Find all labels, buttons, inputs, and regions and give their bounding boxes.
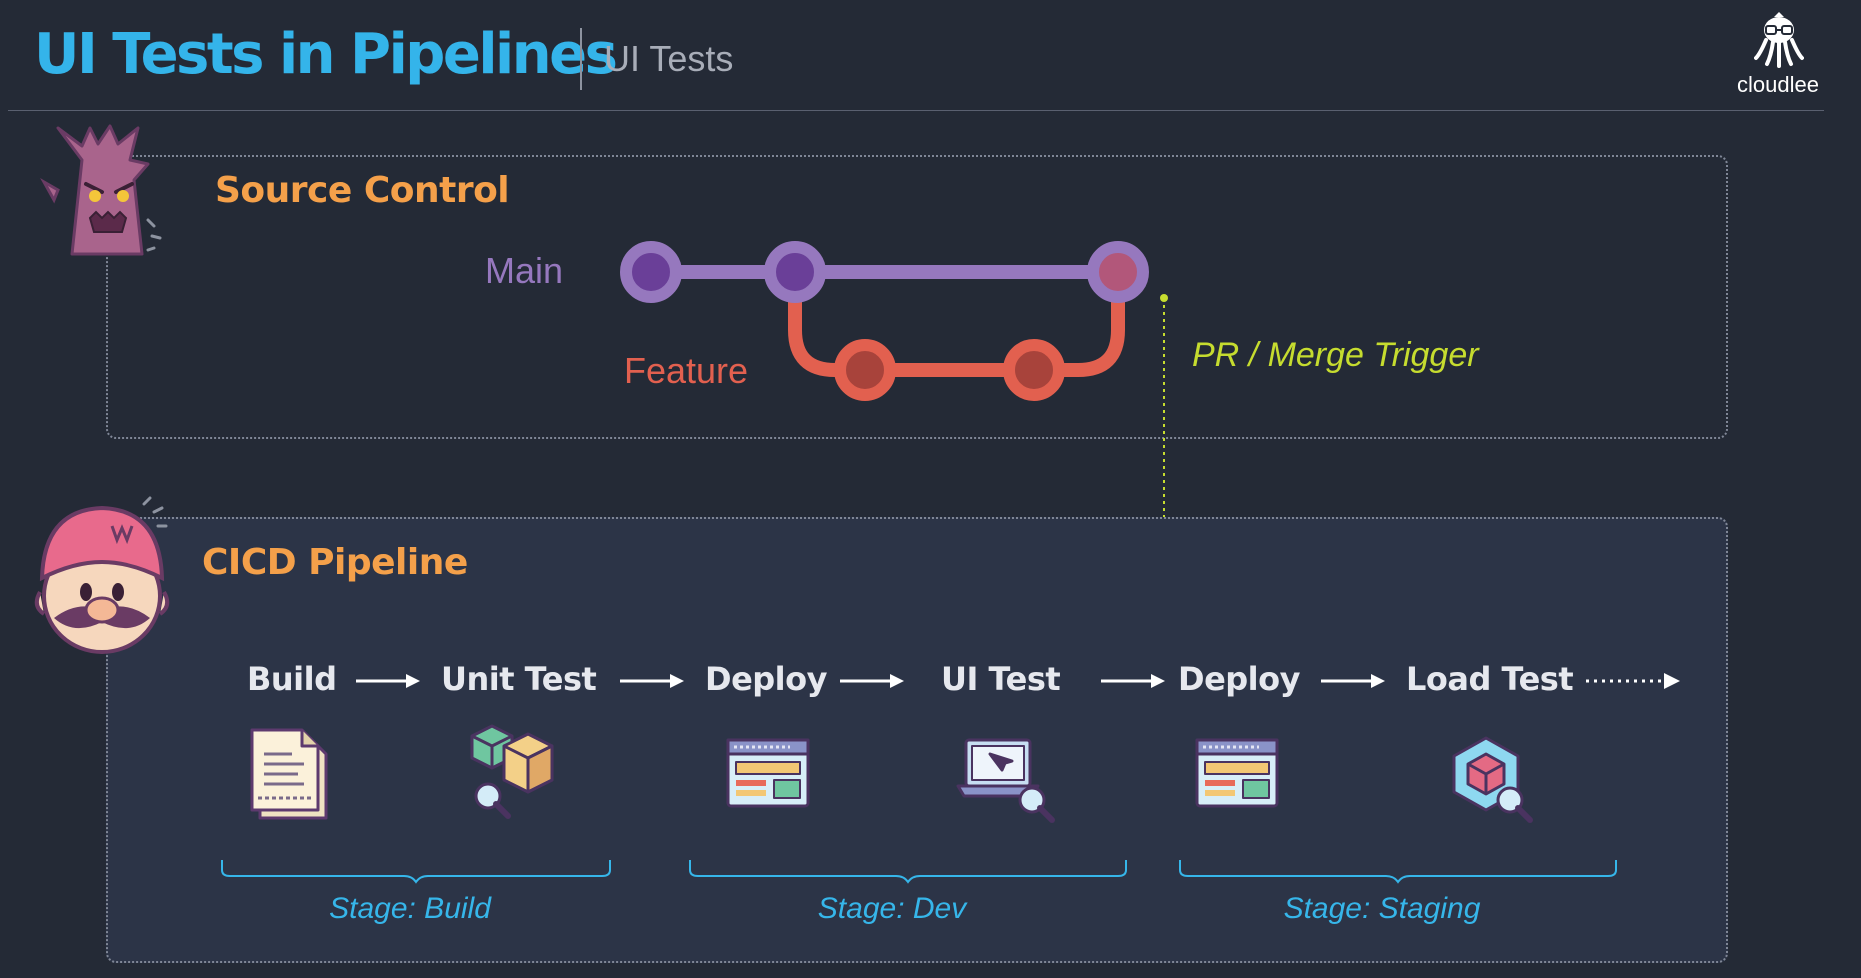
stage-brace bbox=[221, 860, 611, 884]
cicd-pipeline-panel bbox=[106, 517, 1728, 963]
feature-branch-label: Feature bbox=[624, 350, 749, 391]
mario-face-icon bbox=[34, 496, 170, 654]
pipeline-step-unit-test: Unit Test bbox=[441, 660, 597, 698]
header-divider bbox=[8, 110, 1824, 111]
stage-brace bbox=[689, 860, 1127, 884]
browser-window-icon bbox=[1195, 738, 1279, 808]
stage-label-staging: Stage: Staging bbox=[1283, 892, 1481, 925]
document-icon bbox=[250, 728, 328, 820]
flow-arrow-icon bbox=[1101, 674, 1165, 688]
stage-label-build: Stage: Build bbox=[329, 892, 491, 925]
pipeline-step-build: Build bbox=[247, 660, 337, 698]
flow-arrow-icon bbox=[620, 674, 684, 688]
pipeline-step-deploy-dev: Deploy bbox=[705, 660, 827, 698]
main-commit bbox=[620, 241, 826, 303]
octopus-logo-icon bbox=[1754, 12, 1804, 68]
browser-window-icon bbox=[726, 738, 810, 808]
page-subtitle: UI Tests bbox=[604, 38, 734, 79]
pipeline-step-load-test: Load Test bbox=[1406, 660, 1574, 698]
flow-arrow-icon bbox=[356, 674, 420, 688]
flow-arrow-icon bbox=[840, 674, 904, 688]
feature-commit bbox=[834, 339, 1065, 401]
flow-arrow-icon bbox=[1321, 674, 1385, 688]
pipeline-step-deploy-staging: Deploy bbox=[1178, 660, 1300, 698]
hexagon-cube-magnifier-icon bbox=[1452, 736, 1533, 823]
merge-commit bbox=[1087, 241, 1149, 303]
source-control-title: Source Control bbox=[215, 170, 510, 211]
feature-branch-line bbox=[788, 272, 1125, 377]
stage-label-dev: Stage: Dev bbox=[817, 892, 967, 925]
brand-name: cloudlee bbox=[1737, 72, 1819, 97]
stage-brace bbox=[1179, 860, 1617, 884]
source-control-panel bbox=[106, 155, 1728, 439]
merge-trigger-label: PR / Merge Trigger bbox=[1192, 336, 1479, 374]
title-separator bbox=[580, 28, 582, 90]
page-title: UI Tests in Pipelines bbox=[34, 22, 618, 87]
pipeline-step-ui-test: UI Test bbox=[941, 660, 1061, 698]
cubes-magnifier-icon bbox=[470, 724, 554, 819]
cicd-pipeline-title: CICD Pipeline bbox=[202, 542, 468, 583]
continue-arrow-icon bbox=[1586, 673, 1680, 689]
laptop-magnifier-icon bbox=[956, 738, 1055, 823]
tree-monster-icon bbox=[40, 124, 162, 256]
main-branch-label: Main bbox=[485, 250, 564, 291]
